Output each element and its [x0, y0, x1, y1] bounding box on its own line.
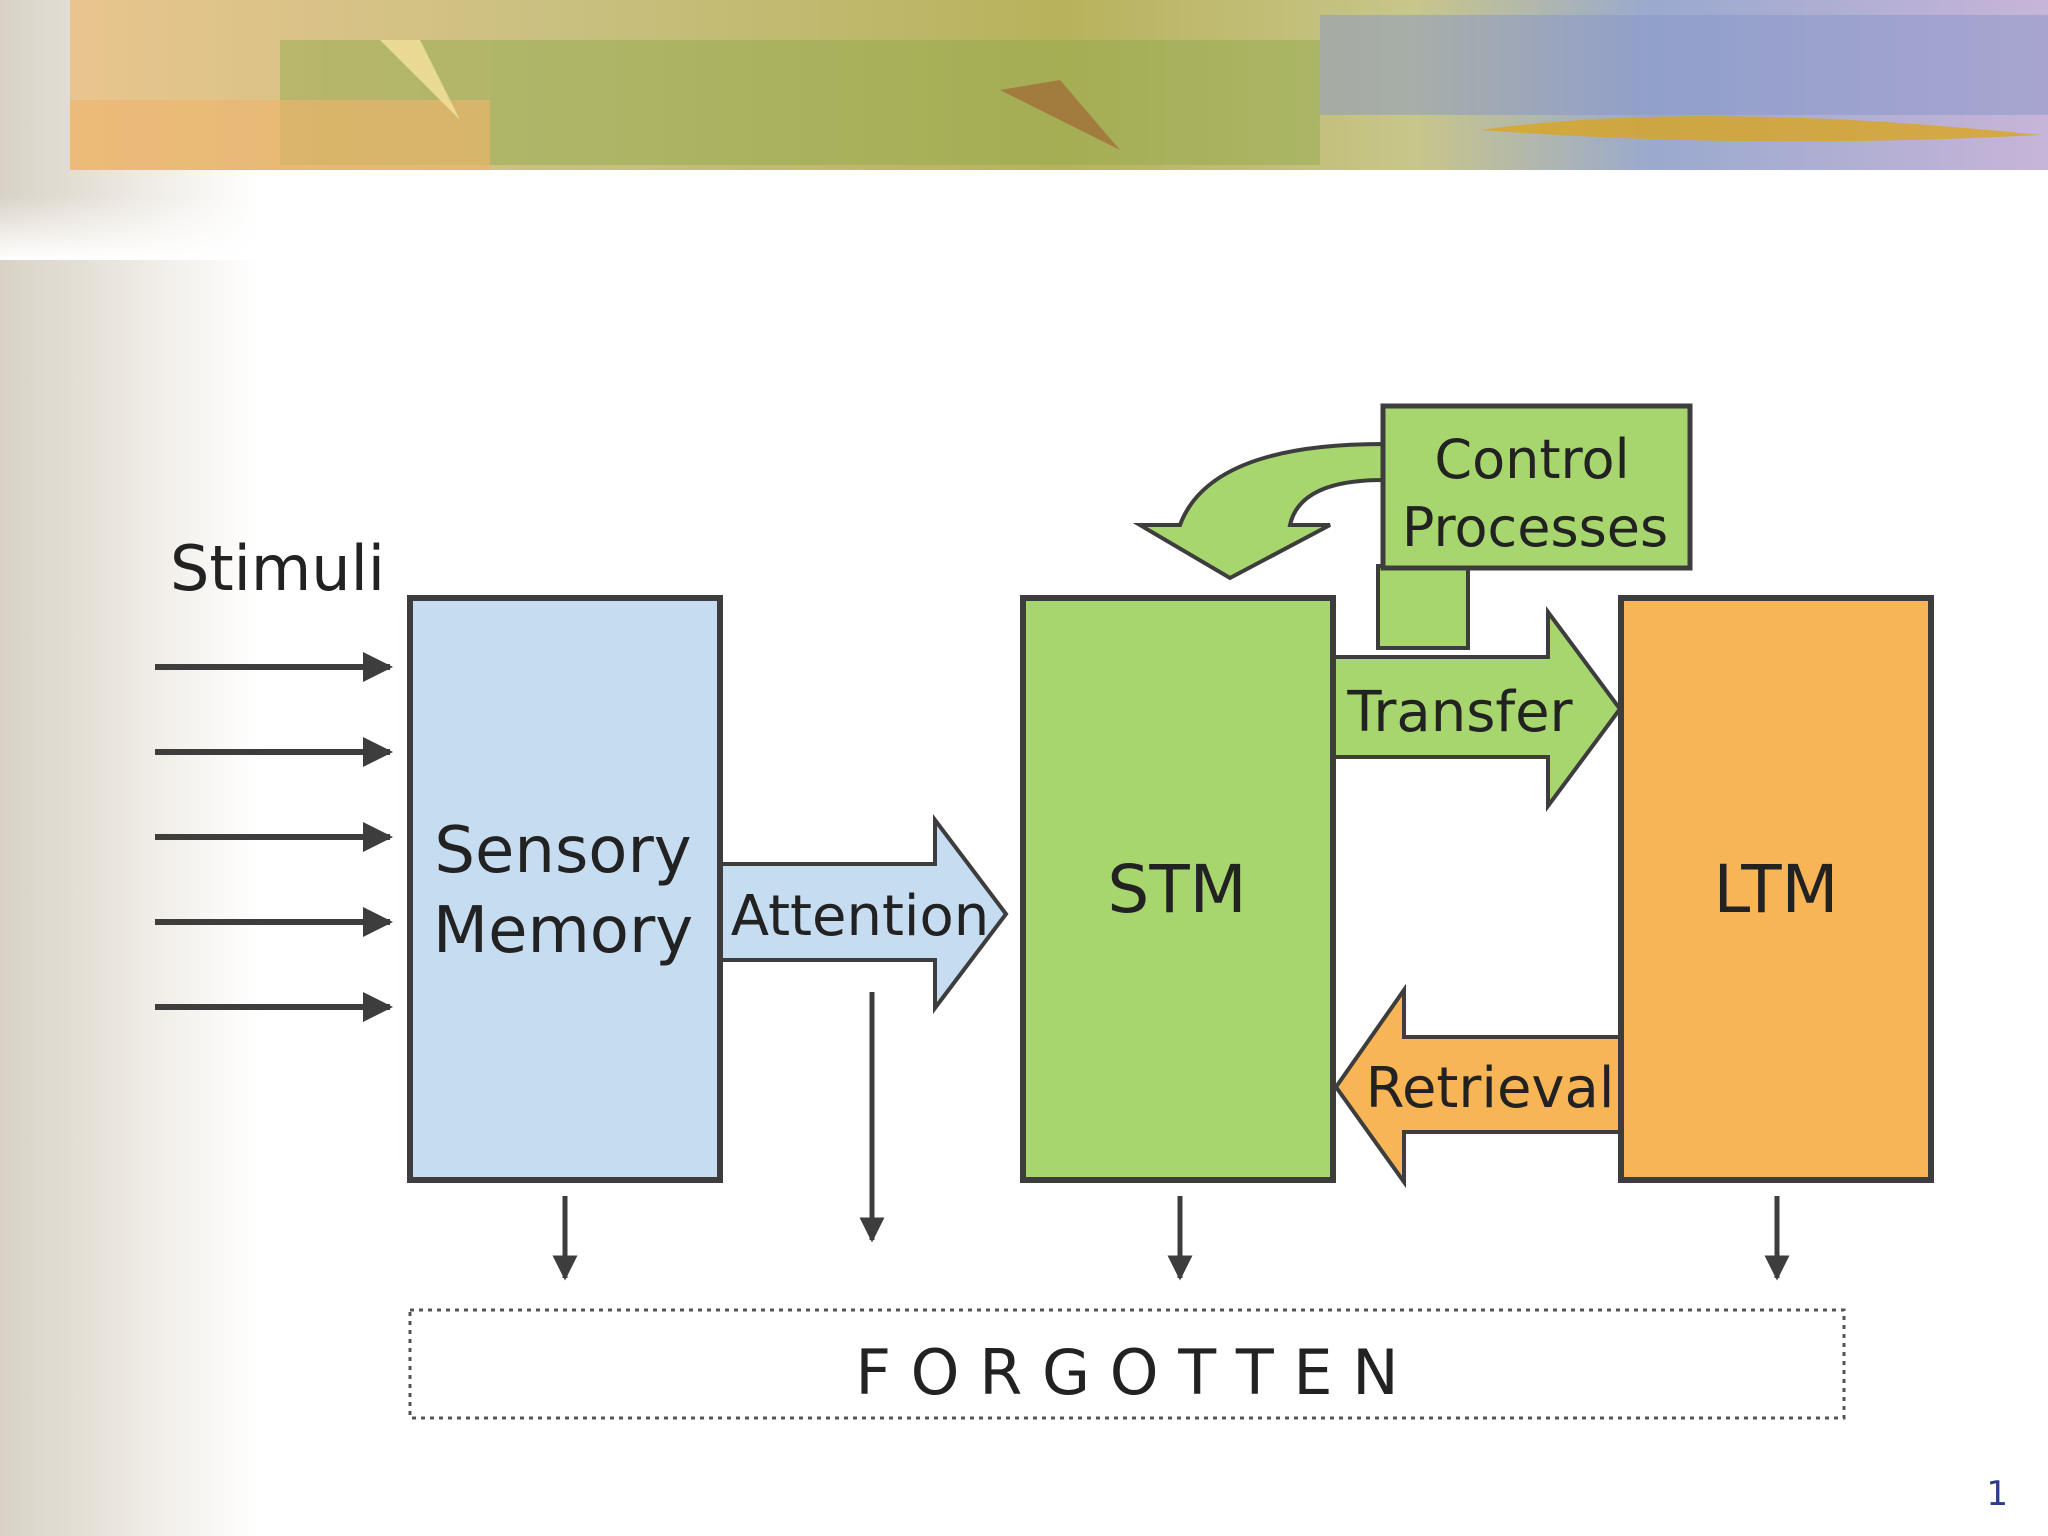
sensory-memory-box	[407, 595, 723, 1183]
stm-box	[1020, 595, 1336, 1183]
page-number: 1	[1986, 1474, 2008, 1514]
retrieval-label: Retrieval	[1366, 1056, 1615, 1121]
ltm-label: LTM	[1714, 851, 1839, 928]
transfer-label: Transfer	[1346, 680, 1573, 745]
ltm-box	[1618, 595, 1934, 1183]
transfer-arrow	[1332, 605, 1623, 813]
sensory-memory-label-line1: Sensory	[434, 814, 691, 888]
control-processes-box	[1380, 403, 1693, 571]
stm-label: STM	[1107, 851, 1246, 928]
control-processes-label-line2: Processes	[1402, 496, 1668, 559]
header-banner-image	[0, 0, 2048, 260]
forgotten-box	[408, 1308, 1846, 1420]
attention-arrow	[719, 814, 1009, 1014]
stimuli-label: Stimuli	[170, 532, 385, 605]
sensory-memory-label-line2: Memory	[433, 894, 693, 968]
forgotten-label: F O R G O T T E N	[855, 1336, 1398, 1409]
stimuli-arrows	[155, 652, 393, 1022]
control-processes-label-line1: Control	[1434, 428, 1629, 491]
control-processes-connector	[1376, 564, 1470, 650]
retrieval-arrow	[1333, 983, 1622, 1189]
attention-label: Attention	[731, 884, 989, 949]
control-curved-arrow	[1132, 441, 1385, 581]
forget-arrows	[552, 1196, 1790, 1281]
